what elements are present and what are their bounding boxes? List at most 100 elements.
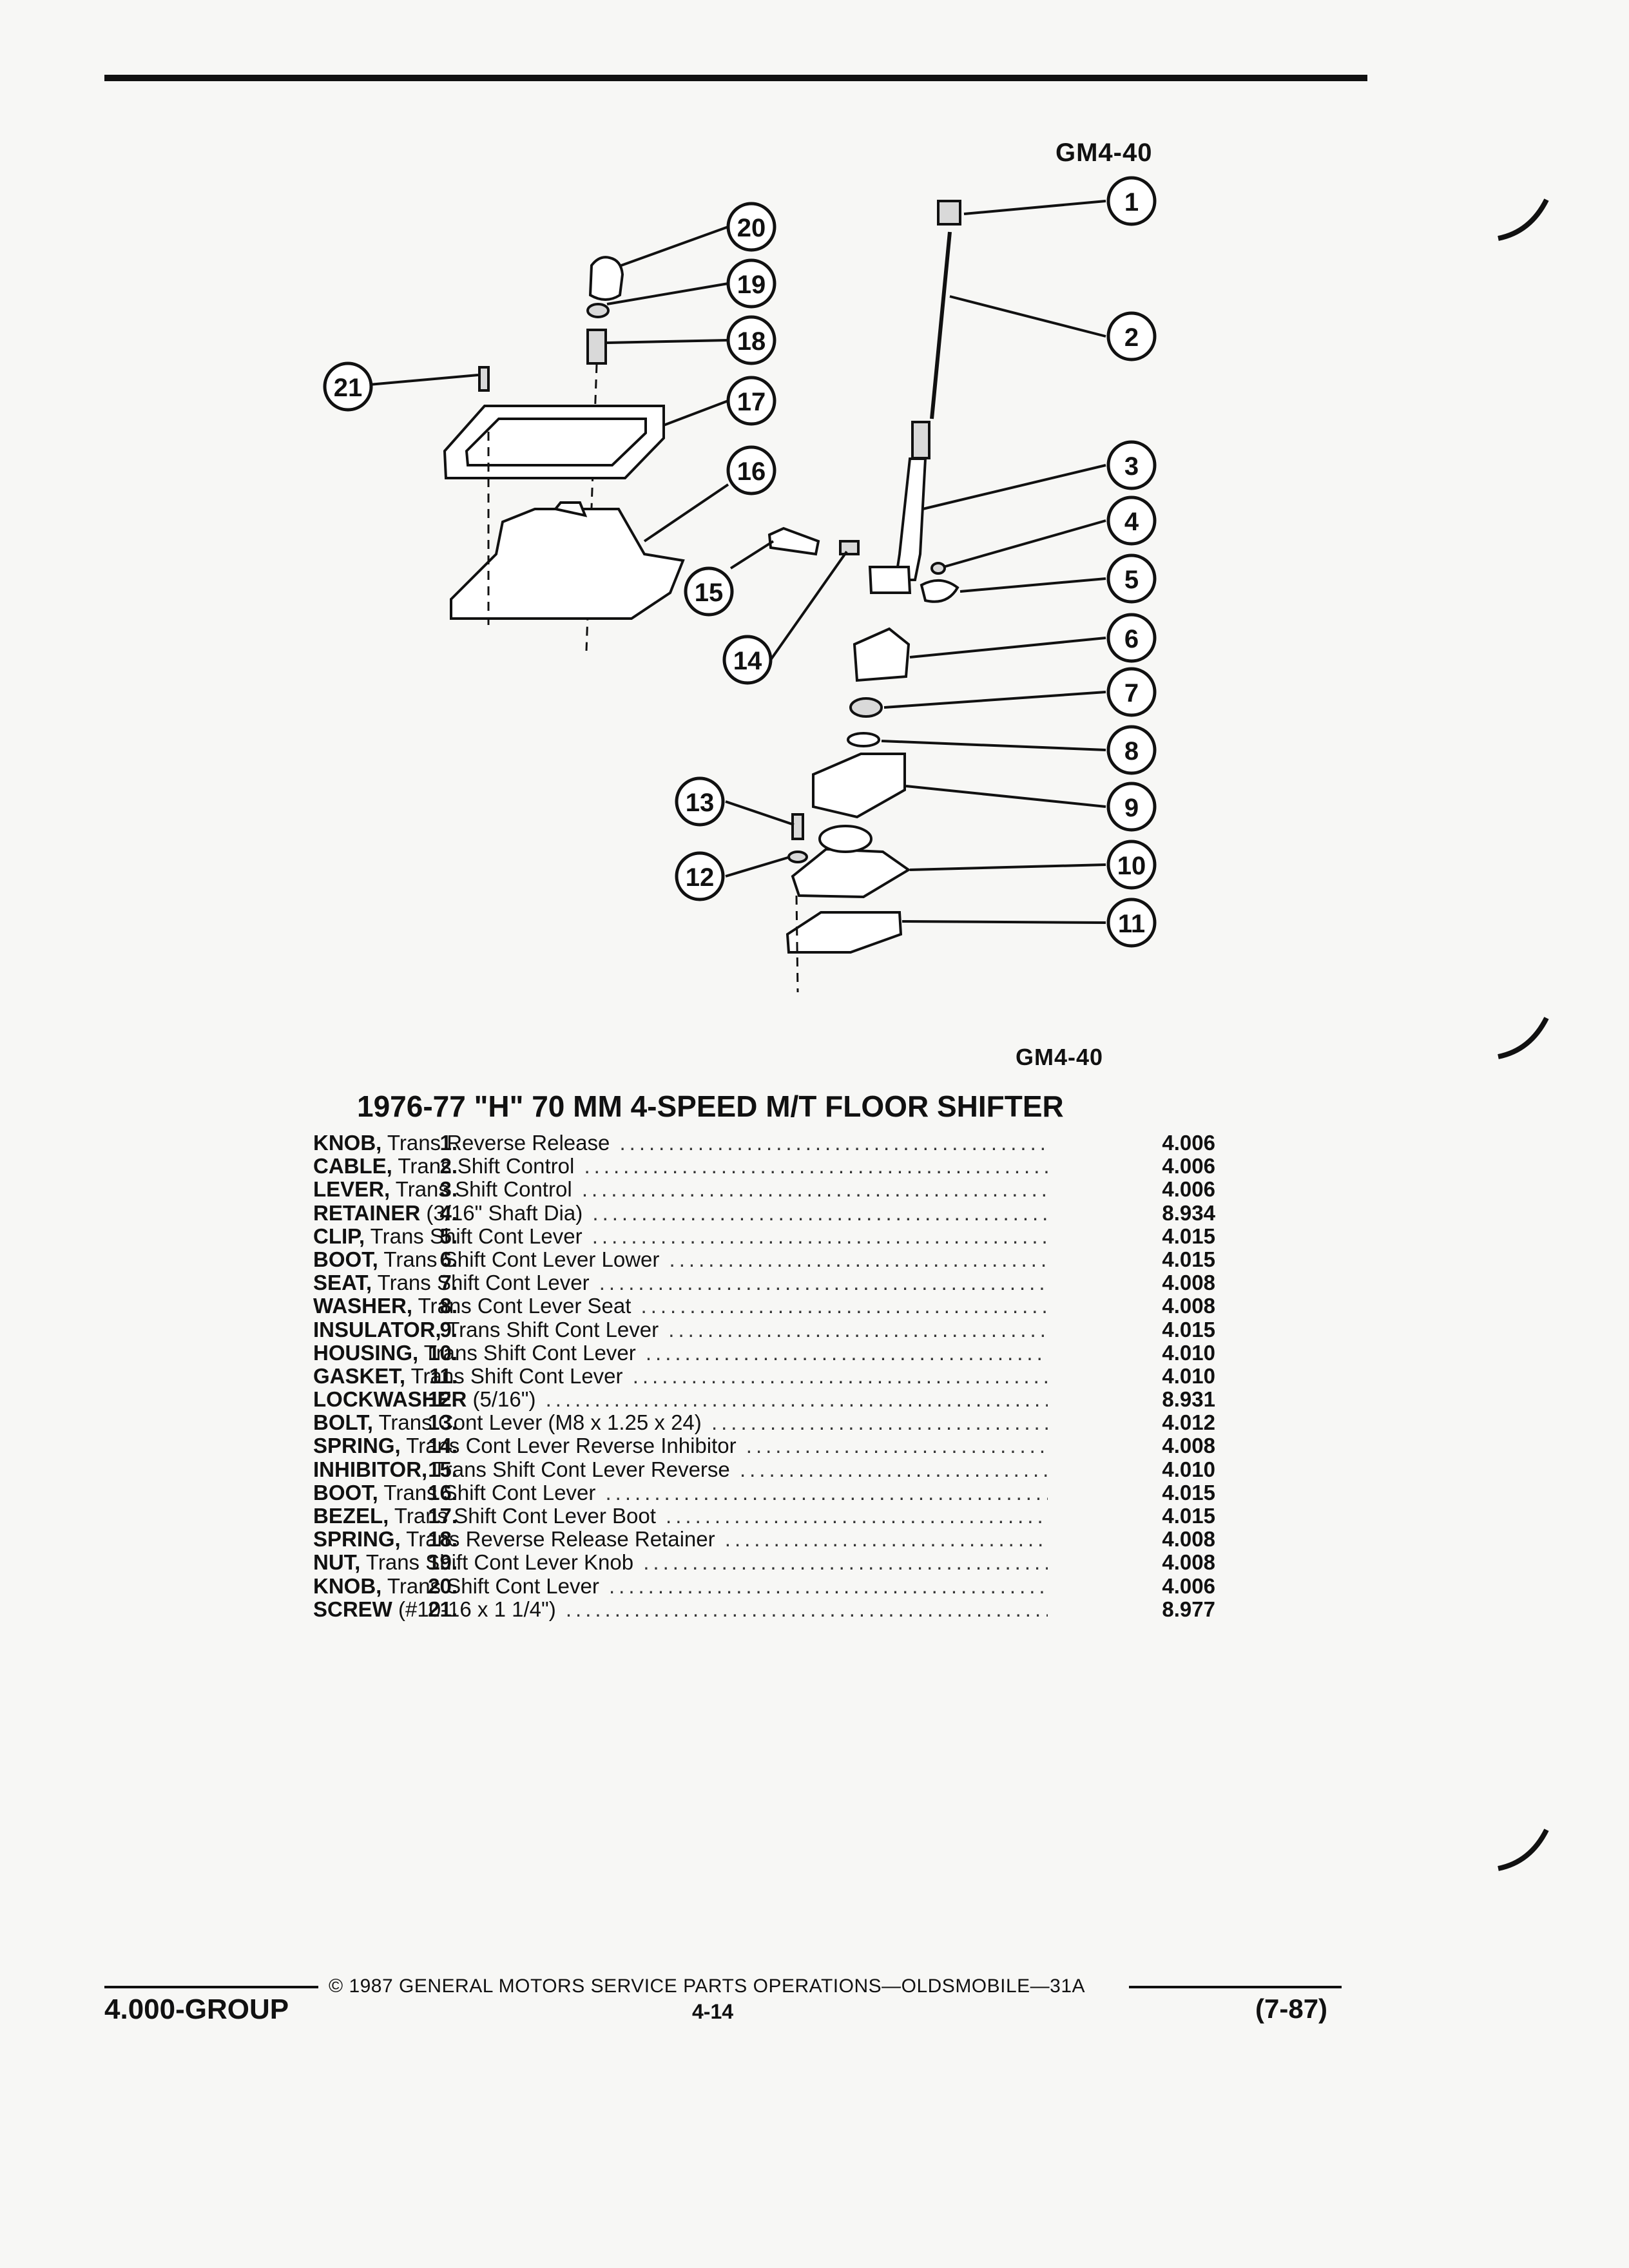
part-group-number: 4.008	[1162, 1434, 1215, 1458]
part-number: 14.	[428, 1434, 458, 1458]
callout-7: 7	[1106, 667, 1157, 717]
parts-row: 2.CABLE, Trans Shift Control ...........…	[213, 1155, 1218, 1178]
part-name: KNOB,	[313, 1131, 382, 1155]
svg-text:12: 12	[686, 863, 715, 892]
svg-text:15: 15	[695, 579, 724, 607]
part-name: CLIP,	[313, 1224, 365, 1248]
parts-row: 13.BOLT, Trans Cont Lever (M8 x 1.25 x 2…	[213, 1411, 1218, 1434]
parts-row: 12.LOCKWASHER (5/16") ..................…	[213, 1388, 1218, 1411]
leader-lines	[361, 200, 1106, 924]
binder-mark	[1498, 1017, 1549, 1059]
svg-text:3: 3	[1124, 452, 1139, 481]
parts-row: 10.HOUSING, Trans Shift Cont Lever .....…	[213, 1341, 1218, 1365]
parts-row: 18.SPRING, Trans Reverse Release Retaine…	[213, 1528, 1218, 1551]
parts-row: 14.SPRING, Trans Cont Lever Reverse Inhi…	[213, 1434, 1218, 1457]
svg-text:9: 9	[1124, 794, 1139, 822]
svg-text:10: 10	[1117, 852, 1146, 880]
part-detail: (5/16")	[467, 1388, 536, 1412]
footer-group: 4.000-GROUP	[104, 1994, 289, 2025]
callout-16: 16	[726, 445, 776, 495]
callout-17: 17	[726, 376, 776, 426]
part-detail: (3/16" Shaft Dia)	[420, 1201, 583, 1225]
part-detail: Trans Shift Cont Lever Knob	[360, 1551, 634, 1575]
parts-row: 11.GASKET, Trans Shift Cont Lever ......…	[213, 1363, 1218, 1388]
part-group-number: 4.010	[1162, 1457, 1215, 1481]
part-detail: Trans Shift Cont Lever Reverse	[427, 1457, 730, 1481]
footer-revision: (7-87)	[1255, 1994, 1328, 2024]
part-washer-8	[847, 732, 880, 747]
part-number: 8.	[439, 1294, 458, 1318]
part-number: 3.	[439, 1177, 458, 1202]
leader-dots: ........................................…	[545, 1388, 1048, 1412]
parts-row: 8.WASHER, Trans Cont Lever Seat ........…	[213, 1294, 1218, 1318]
part-name: CABLE,	[313, 1155, 392, 1178]
binder-mark	[1498, 1829, 1549, 1871]
part-description: SPRING, Trans Reverse Release Retainer .…	[313, 1528, 1048, 1551]
part-name: NUT,	[313, 1551, 361, 1575]
part-screw-21	[478, 366, 490, 392]
part-description: SEAT, Trans Shift Cont Lever ...........…	[313, 1271, 1048, 1294]
part-description: BOOT, Trans Shift Cont Lever Lower .....…	[313, 1248, 1048, 1271]
parts-row: 3.LEVER, Trans Shift Control ...........…	[213, 1178, 1218, 1201]
part-group-number: 8.931	[1162, 1387, 1215, 1412]
part-name: SCREW	[313, 1597, 392, 1621]
lever-assembly	[767, 200, 961, 993]
shift-knob-assembly	[443, 256, 685, 651]
part-boot-6	[853, 627, 911, 682]
footer-copyright: © 1987 GENERAL MOTORS SERVICE PARTS OPER…	[329, 1975, 1086, 1997]
part-number: 1.	[439, 1131, 458, 1155]
part-group-number: 4.015	[1162, 1317, 1215, 1341]
leader-dots: ........................................…	[739, 1457, 1048, 1481]
part-group-number: 4.008	[1162, 1550, 1215, 1575]
part-group-number: 4.006	[1162, 1154, 1215, 1178]
callout-1: 1	[1106, 176, 1157, 226]
leader-dots: ........................................…	[669, 1247, 1048, 1271]
figure-code-top: GM4-40	[1055, 139, 1153, 167]
part-number: 9.	[439, 1317, 458, 1341]
part-name: GASKET,	[313, 1364, 406, 1388]
svg-text:1: 1	[1124, 188, 1139, 216]
part-lever-3	[894, 457, 927, 581]
part-number: 7.	[439, 1271, 458, 1295]
part-name: KNOB,	[313, 1574, 382, 1598]
part-lockwasher-12	[787, 850, 808, 863]
parts-row: 16.BOOT, Trans Shift Cont Lever ........…	[213, 1481, 1218, 1504]
callout-19: 19	[726, 258, 776, 309]
part-knob-20	[588, 256, 624, 301]
part-name: RETAINER	[313, 1201, 421, 1225]
part-group-number: 4.006	[1162, 1177, 1215, 1202]
part-gasket-11	[786, 911, 903, 954]
part-group-number: 8.934	[1162, 1200, 1215, 1225]
binder-mark	[1498, 198, 1549, 241]
part-group-number: 8.977	[1162, 1597, 1215, 1621]
callout-9: 9	[1106, 782, 1157, 832]
parts-row: 6.BOOT, Trans Shift Cont Lever Lower ...…	[213, 1247, 1218, 1271]
callout-21: 21	[323, 361, 373, 412]
svg-text:18: 18	[737, 327, 766, 356]
leader-dots: ........................................…	[584, 1155, 1048, 1178]
part-number: 11.	[429, 1363, 458, 1388]
parts-row: 19.NUT, Trans Shift Cont Lever Knob ....…	[213, 1551, 1218, 1574]
part-detail: Trans Shift Cont Lever Boot	[389, 1504, 656, 1528]
part-clip-5	[920, 579, 959, 603]
part-description: SPRING, Trans Cont Lever Reverse Inhibit…	[313, 1434, 1048, 1457]
part-spring-18	[586, 329, 607, 365]
leader-dots: ........................................…	[605, 1481, 1048, 1504]
footer-page-number: 4-14	[692, 2000, 734, 2023]
leader-dots: ........................................…	[643, 1551, 1048, 1575]
svg-text:7: 7	[1124, 679, 1139, 707]
part-inhibitor-15	[767, 526, 820, 556]
exploded-parts-diagram: 1 2 3 4 5 6 7 8 9 10 11 12 13 14 15 16 1…	[323, 176, 1157, 993]
leader-dots: ........................................…	[565, 1597, 1048, 1621]
svg-text:21: 21	[334, 374, 363, 402]
leader-dots: ........................................…	[724, 1528, 1048, 1552]
part-number: 4.	[439, 1200, 458, 1225]
page-title: 1976-77 "H" 70 MM 4-SPEED M/T FLOOR SHIF…	[357, 1090, 1064, 1123]
part-nut-19	[586, 303, 610, 318]
part-description: LEVER, Trans Shift Control .............…	[313, 1178, 1048, 1201]
part-description: SCREW (#10-16 x 1 1/4") ................…	[313, 1598, 1048, 1621]
part-description: CABLE, Trans Shift Control .............…	[313, 1155, 1048, 1178]
part-group-number: 4.008	[1162, 1294, 1215, 1318]
part-name: LOCKWASHER	[313, 1388, 467, 1412]
leader-dots: ........................................…	[641, 1294, 1048, 1318]
